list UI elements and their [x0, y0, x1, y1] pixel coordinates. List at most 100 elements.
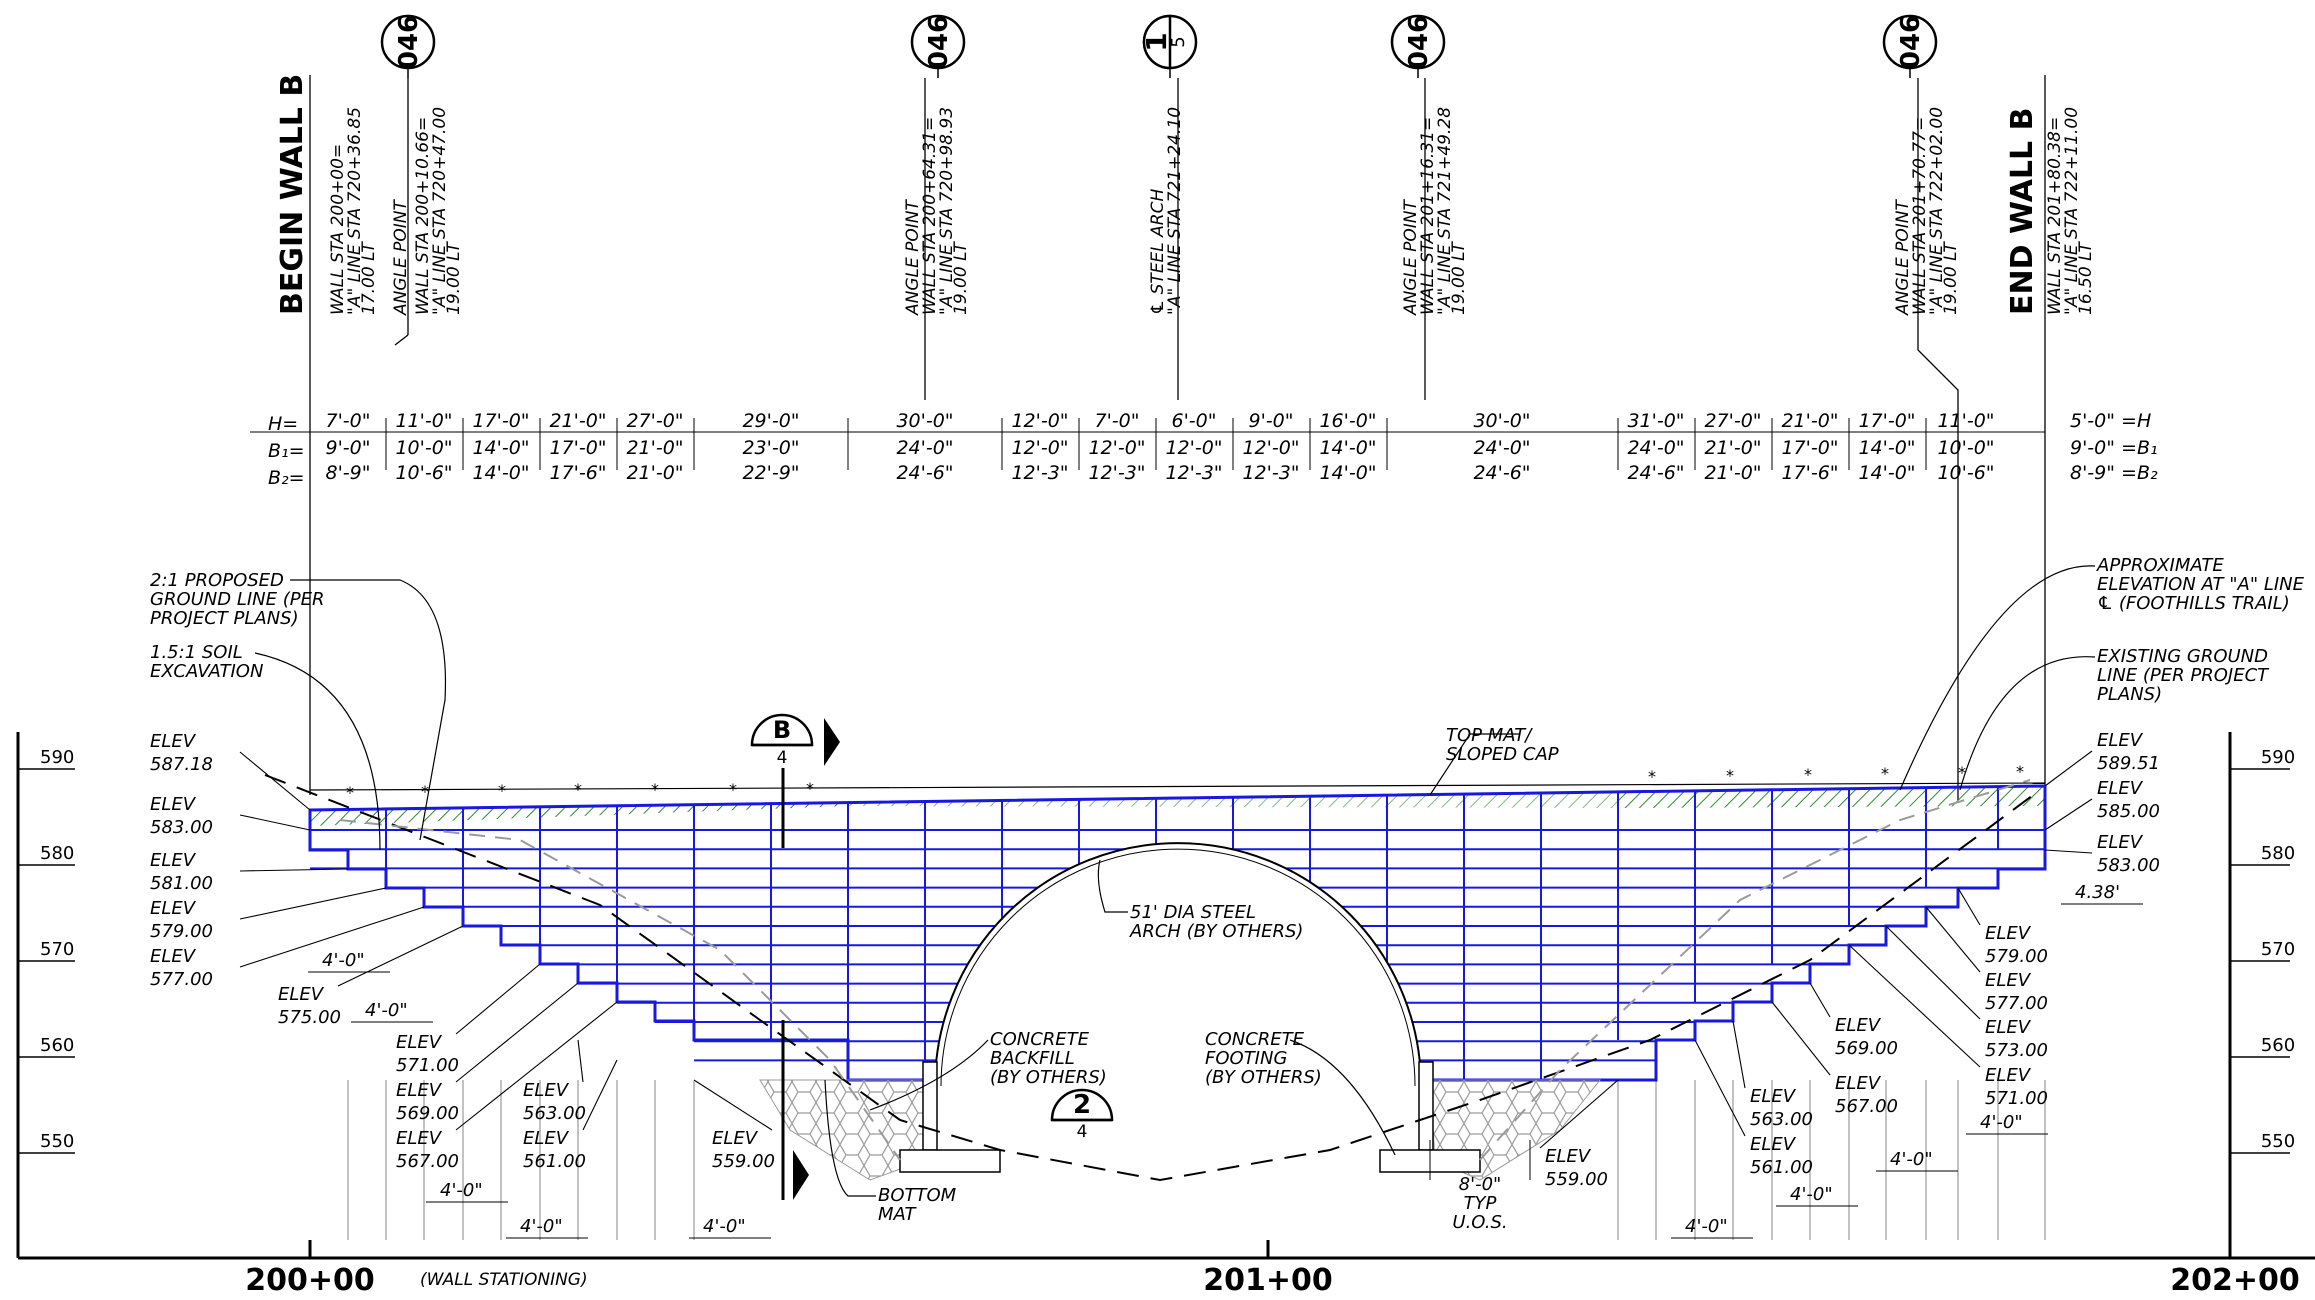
dim-h: 21'-0" — [1781, 410, 1838, 432]
elev-label-right: ELEV — [2097, 832, 2144, 853]
elev-label-right: ELEV — [1750, 1086, 1797, 1107]
elev-leader-left — [239, 814, 311, 831]
elev-leader-left — [582, 1059, 618, 1131]
elev-label-left: ELEV — [150, 946, 197, 967]
callout-number: 1 — [1140, 32, 1173, 51]
elev-value-right: 583.00 — [2097, 855, 2160, 876]
note-approx-elevation: ELEVATION AT "A" LINE — [2097, 574, 2305, 595]
station-note-line: "A" LINE STA 721+49.28 — [1435, 107, 1455, 315]
footing-left — [899, 1149, 1001, 1173]
elev-label-right: ELEV — [1835, 1073, 1882, 1094]
dim-h: 6'-0" — [1172, 410, 1217, 432]
marker-2-label: 2 — [1073, 1090, 1091, 1120]
station-label-202: 202+00 — [2170, 1263, 2300, 1296]
step-dim-label: 4'-0" — [1790, 1184, 1833, 1205]
note-bottom-mat: MAT — [878, 1204, 918, 1225]
elev-label-right: ELEV — [2097, 730, 2144, 751]
step-dim-label: 4'-0" — [703, 1216, 746, 1237]
elev-leader-left — [337, 925, 464, 987]
dim-b2: 10'-6" — [395, 462, 452, 484]
title-end-wall: END WALL B — [2005, 108, 2040, 315]
note-proposed-ground: 2:1 PROPOSED — [150, 570, 284, 591]
dim-b1: 21'-0" — [1704, 437, 1761, 459]
elev-label-right: ELEV — [1985, 1065, 2032, 1086]
proposed-ground-line — [264, 774, 2041, 1182]
marker-b-dome — [750, 713, 814, 747]
elev-label-right: ELEV — [1985, 970, 2032, 991]
dim-b2: 12'-3" — [1088, 462, 1145, 484]
leader-approx-elev — [1899, 565, 2096, 791]
dim-h-right: 5'-0" =H — [2070, 410, 2151, 432]
elev-axis-label-left: 580 — [40, 843, 74, 864]
callout-number: 046 — [1404, 15, 1434, 69]
dim-b2: 24'-6" — [896, 462, 953, 484]
dim-h: 31'-0" — [1627, 410, 1684, 432]
station-note-line: WALL STA 201+80.38= — [2045, 117, 2065, 315]
elev-leader-right — [1771, 1001, 1831, 1076]
cap-marker: * — [729, 780, 737, 799]
station-note-line: ANGLE POINT — [391, 199, 411, 316]
station-label-200: 200+00 — [245, 1263, 375, 1296]
cap-marker: * — [1648, 767, 1656, 786]
note-top-mat: TOP MAT/ — [1446, 725, 1533, 746]
station-note-line: 17.00 LT — [359, 241, 379, 315]
station-note-line: "A" LINE STA 722+02.00 — [1927, 107, 1947, 315]
leader-bottom-mat — [824, 1079, 876, 1197]
elev-label-left: ELEV — [523, 1080, 570, 1101]
elev-value-left: 563.00 — [523, 1103, 586, 1124]
elev-value-right: 577.00 — [1985, 993, 2048, 1014]
leader-arch — [1097, 859, 1128, 913]
footing-stem-right — [1418, 1061, 1434, 1151]
elev-label-left: ELEV — [396, 1032, 443, 1053]
elev-leader-left — [239, 751, 311, 811]
marker-b-arrow-top — [824, 718, 840, 766]
dim-h: 30'-0" — [1473, 410, 1530, 432]
dim-h: 29'-0" — [742, 410, 799, 432]
dim-b1: 9'-0" — [326, 437, 371, 459]
dim-b1: 24'-0" — [1473, 437, 1530, 459]
dim-b2: 14'-0" — [1858, 462, 1915, 484]
station-note-line: 19.00 LT — [951, 241, 971, 315]
station-note-line: WALL STA 201+70.77= — [1910, 117, 1930, 315]
elev-value-right: 561.00 — [1750, 1157, 1813, 1178]
step-dim-label: 4'-0" — [440, 1180, 483, 1201]
dim-row-label: B₁= — [268, 440, 305, 462]
dim-h: 17'-0" — [1858, 410, 1915, 432]
elev-axis-label-right: 570 — [2261, 939, 2295, 960]
arch-outer — [934, 842, 1422, 1087]
elev-value-left: 583.00 — [150, 817, 213, 838]
elev-leader-left — [455, 982, 579, 1083]
note-soil-excavation: 1.5:1 SOIL — [150, 642, 243, 663]
elevation-labels: ELEV587.18ELEV583.00ELEV581.00ELEV579.00… — [150, 730, 2160, 1190]
elev-value-right: 589.51 — [2097, 753, 2160, 774]
cap-marker: * — [1881, 764, 1889, 783]
note-approx-elevation: ℄ (FOOTHILLS TRAIL) — [2097, 593, 2290, 614]
note-footing: (BY OTHERS) — [1205, 1067, 1322, 1088]
station-note-line: 19.00 LT — [1941, 241, 1961, 315]
elev-label-left: ELEV — [150, 898, 197, 919]
elev-axis-label-right: 590 — [2261, 747, 2295, 768]
station-note-line: "A" LINE STA 722+11.00 — [2062, 107, 2082, 315]
step-dim-label: 4'-0" — [1980, 1112, 2023, 1133]
step-dim-label: 4.38' — [2075, 882, 2120, 903]
station-notes: WALL STA 200+00="A" LINE STA 720+36.8517… — [309, 75, 2096, 800]
elev-leader-left — [455, 963, 541, 1035]
dim-h: 9'-0" — [1249, 410, 1294, 432]
elev-value-right: 585.00 — [2097, 801, 2160, 822]
station-note-line: WALL STA 200+00= — [328, 144, 348, 315]
callout-number: 046 — [394, 15, 424, 69]
elev-value-right: 563.00 — [1750, 1109, 1813, 1130]
station-note-line: 19.00 LT — [1449, 241, 1469, 315]
steel-arch — [264, 774, 2046, 1182]
elev-leader-right — [1694, 1039, 1746, 1137]
station-note-line: WALL STA 200+10.66= — [413, 117, 433, 315]
dim-b1: 12'-0" — [1011, 437, 1068, 459]
elev-value-left: 575.00 — [278, 1007, 341, 1028]
station-note-line: 19.00 LT — [444, 241, 464, 315]
step-dim-label: 4'-0" — [1685, 1216, 1728, 1237]
note-proposed-ground: PROJECT PLANS) — [150, 608, 299, 629]
cap-marker: * — [1804, 765, 1812, 784]
marker-b-arrow-bottom — [793, 1150, 809, 1200]
concrete-backfill-left — [759, 1079, 931, 1181]
elev-leader-right — [1539, 1079, 1619, 1149]
